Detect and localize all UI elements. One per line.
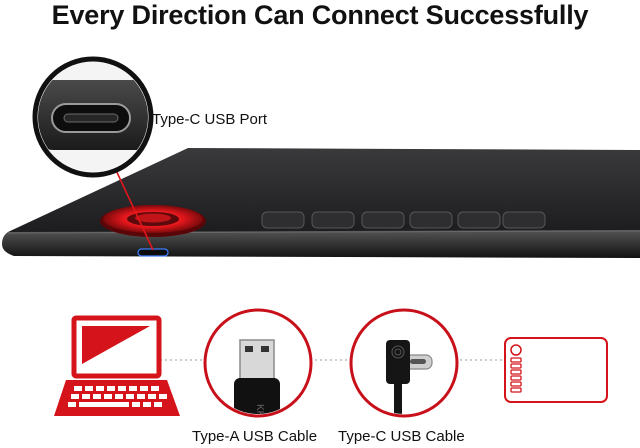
svg-text:KK: KK — [254, 404, 265, 418]
type-a-cable-caption: Type-A USB Cable — [192, 428, 318, 445]
type-c-usb-plug-icon — [349, 308, 459, 418]
drawing-tablet-icon — [504, 337, 608, 403]
express-key — [502, 211, 546, 229]
express-keys — [261, 211, 546, 229]
page-title: Every Direction Can Connect Successfully — [51, 0, 589, 30]
type-a-usb-plug-icon: KK — [203, 308, 313, 418]
type-c-cable-caption: Type-C USB Cable — [338, 428, 465, 445]
express-key — [261, 211, 305, 229]
laptop-icon — [54, 315, 180, 416]
callout-leader-line — [114, 167, 154, 251]
tablet-type-c-port — [137, 248, 169, 257]
type-c-port-label: Type-C USB Port — [152, 111, 268, 128]
express-key — [457, 211, 501, 229]
express-key — [311, 211, 355, 229]
tablet-dial — [100, 205, 206, 237]
express-key — [409, 211, 453, 229]
express-key — [361, 211, 405, 229]
port-closeup-callout — [32, 56, 154, 178]
